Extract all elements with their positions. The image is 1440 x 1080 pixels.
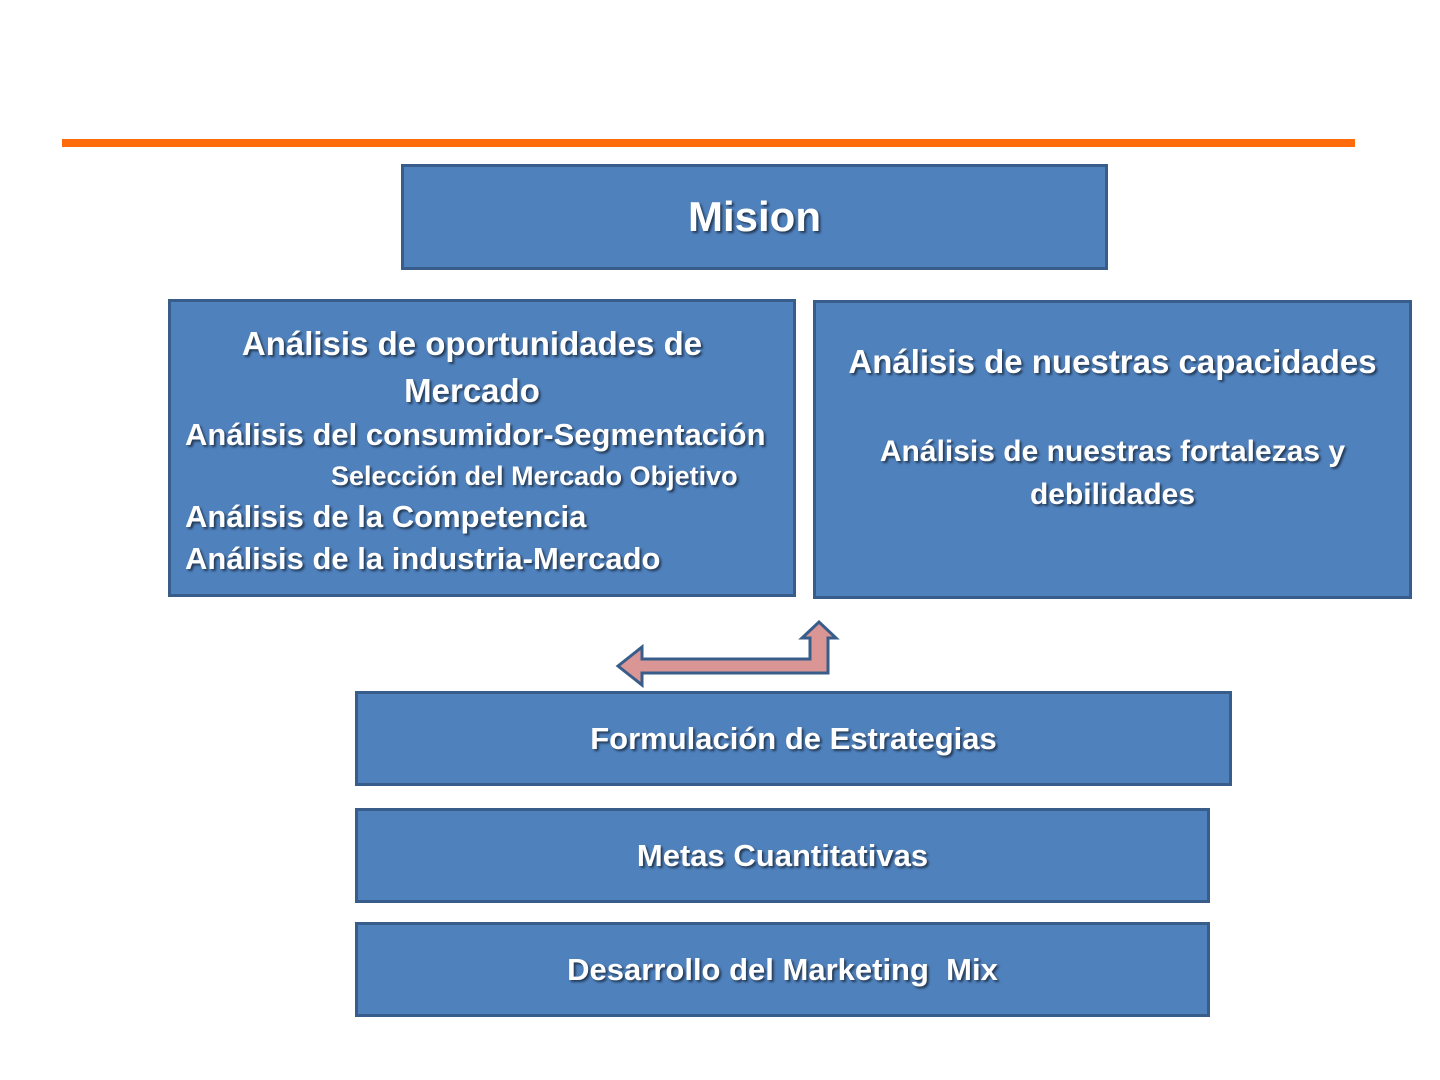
competition-analysis-line: Análisis de la Competencia [185,499,587,534]
header-rule [62,139,1355,147]
market-opportunities-box: Análisis de oportunidades de Mercado Aná… [168,299,796,597]
mision-box: Mision [401,164,1108,270]
strategy-formulation-box: Formulación de Estrategias [355,691,1232,786]
industry-analysis-line: Análisis de la industria-Mercado [185,541,661,576]
strengths-weaknesses-line: Análisis de nuestras fortalezas y debili… [879,435,1346,511]
quantitative-goals-label: Metas Cuantitativas [636,837,929,873]
target-market-line: Selección del Mercado Objetivo [331,461,738,491]
consumer-analysis-line: Análisis del consumidor-Segmentación [185,417,766,452]
marketing-mix-box: Desarrollo del Marketing Mix [355,922,1210,1017]
capabilities-title: Análisis de nuestras capacidades [848,343,1377,380]
mision-label: Mision [688,193,821,240]
market-opportunities-title: Análisis de oportunidades de Mercado [241,325,703,409]
strategy-formulation-label: Formulación de Estrategias [590,720,997,756]
capabilities-box: Análisis de nuestras capacidades Análisi… [813,300,1412,599]
marketing-mix-label: Desarrollo del Marketing Mix [567,951,998,987]
bent-double-arrow-icon [615,620,840,689]
quantitative-goals-box: Metas Cuantitativas [355,808,1210,903]
